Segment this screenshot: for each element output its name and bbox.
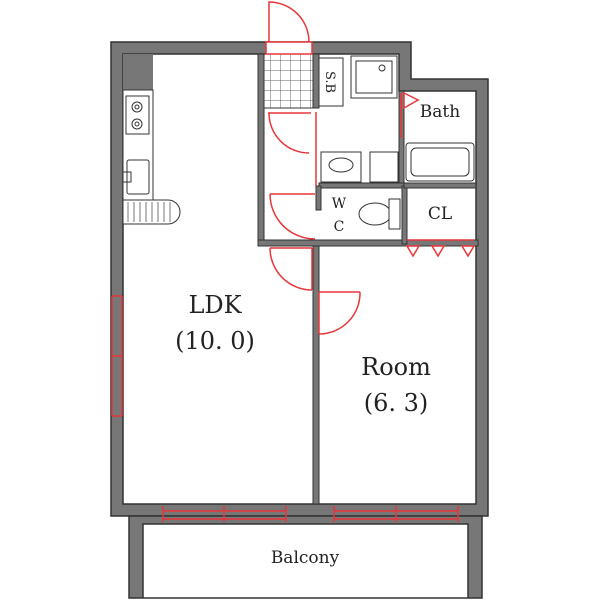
counter-end <box>122 199 181 225</box>
closet-label: CL <box>428 204 452 224</box>
windows <box>111 295 459 522</box>
burner-inner-icon <box>134 121 140 127</box>
balcony-label: Balcony <box>271 548 340 568</box>
burner-icon <box>131 118 143 130</box>
faucet-icon <box>122 171 132 183</box>
bath-label: Bath <box>420 102 460 122</box>
shoe-box <box>318 57 344 107</box>
outer-wall <box>110 41 489 517</box>
wc-label-w: W <box>332 196 347 212</box>
counter-hatch <box>127 202 171 222</box>
doors <box>265 1 474 335</box>
burner-inner-icon <box>134 104 140 110</box>
toilet-bowl-icon <box>358 202 392 226</box>
burner-icon <box>131 101 143 113</box>
entrance-tiles <box>263 53 314 109</box>
washer-pan <box>350 55 398 99</box>
ldk-size: (10. 0) <box>175 327 255 355</box>
washbasin-icon <box>328 157 354 173</box>
vanity <box>320 151 362 183</box>
room-size: (6. 3) <box>364 389 429 417</box>
bathtub-inner <box>410 147 470 177</box>
kitchen-sink <box>126 159 150 195</box>
shoe-box-label: S.B <box>322 71 337 93</box>
corner-pier <box>123 54 153 90</box>
washroom-cabinet <box>369 151 399 183</box>
wc-label-c: C <box>334 219 345 235</box>
washer-drain <box>378 64 386 72</box>
room-label: Room <box>361 353 431 381</box>
ldk-label: LDK <box>188 291 242 319</box>
closet-door-markers <box>405 245 476 258</box>
bathtub <box>405 142 475 182</box>
toilet-tank-icon <box>388 198 401 230</box>
washer-pan-inner <box>355 60 393 94</box>
